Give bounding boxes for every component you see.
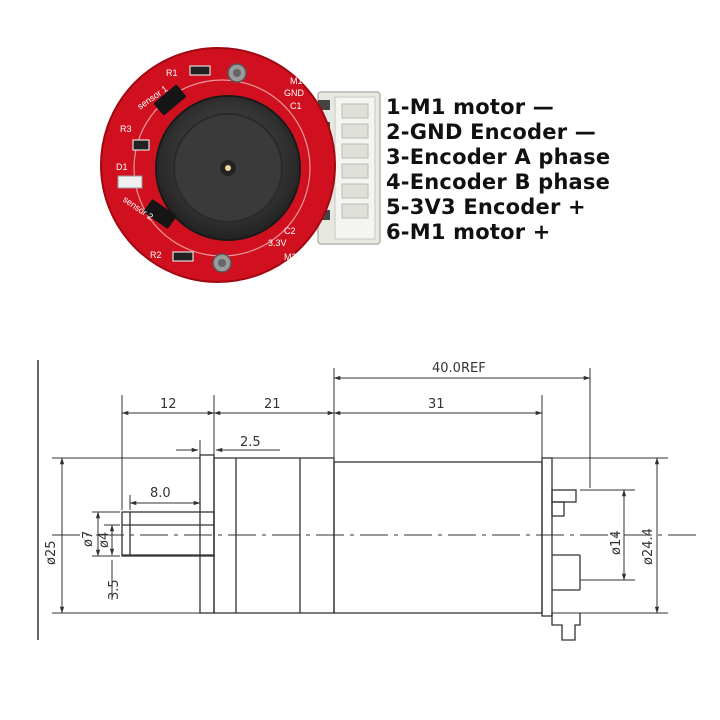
label-m1: M1 bbox=[290, 76, 303, 86]
motor-body bbox=[333, 461, 543, 614]
dim-shaft-dia-7: ø7 bbox=[81, 531, 96, 547]
pinout-list: 1-M1 motor — 2-GND Encoder — 3-Encoder A… bbox=[386, 95, 610, 245]
flange bbox=[199, 454, 215, 614]
label-c2: C2 bbox=[284, 226, 296, 236]
dim-shaft-dia-4: ø4 bbox=[97, 532, 112, 548]
label-r2: R2 bbox=[150, 250, 162, 260]
pin-4: 4-Encoder B phase bbox=[386, 170, 611, 194]
label-gnd: GND bbox=[284, 88, 305, 98]
label-d1: D1 bbox=[116, 162, 128, 172]
pin-3: 3-Encoder A phase bbox=[386, 145, 611, 169]
dim-flange: 2.5 bbox=[240, 435, 261, 450]
pin-2: 2-GND Encoder — bbox=[386, 120, 596, 144]
encoder-board: R1 R3 D1 R2 sensor 1 sensor 2 M1 GND C1 … bbox=[100, 47, 381, 283]
resistor-r3 bbox=[132, 139, 150, 151]
resistor-r1 bbox=[189, 65, 211, 76]
dim-boss-dia: ø14 bbox=[609, 531, 624, 556]
label-r3: R3 bbox=[120, 124, 132, 134]
resistor-r2 bbox=[172, 251, 194, 262]
dimension-labels: 40.0REF 12 21 31 2.5 8.0 ø25 ø7 ø4 3.5 ø… bbox=[44, 361, 656, 600]
pin-5: 5-3V3 Encoder + bbox=[386, 195, 586, 219]
dim-flat-len: 8.0 bbox=[150, 486, 171, 501]
dim-gearbox-len: 21 bbox=[264, 397, 281, 412]
dim-motor-len: 31 bbox=[428, 397, 445, 412]
hall-sensor-1 bbox=[154, 85, 186, 115]
label-c1: C1 bbox=[290, 101, 302, 111]
label-3v3: 3.3V bbox=[268, 238, 287, 248]
dim-shaft-len: 12 bbox=[160, 397, 177, 412]
connector bbox=[317, 91, 381, 245]
dim-offset: 3.5 bbox=[107, 579, 122, 600]
label-r1: R1 bbox=[166, 68, 178, 78]
dim-body-dia: ø25 bbox=[44, 541, 59, 566]
label-m2: M2 bbox=[284, 252, 297, 262]
pin-6: 6-M1 motor + bbox=[386, 220, 551, 244]
hall-sensor-2 bbox=[143, 199, 177, 229]
dim-overall: 40.0REF bbox=[432, 361, 486, 376]
technical-drawing bbox=[37, 360, 700, 641]
led-d1 bbox=[117, 175, 143, 189]
pin-1: 1-M1 motor — bbox=[386, 95, 554, 119]
motor-shaft bbox=[225, 165, 231, 171]
dim-motor-dia: ø24.4 bbox=[641, 528, 656, 565]
